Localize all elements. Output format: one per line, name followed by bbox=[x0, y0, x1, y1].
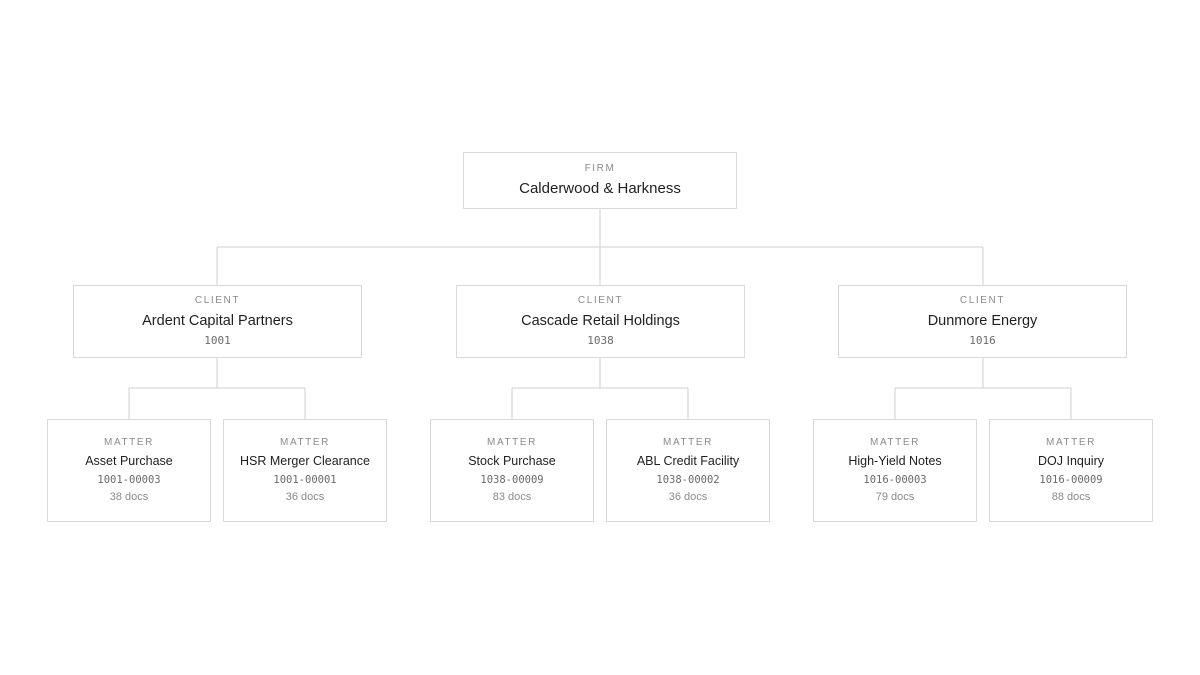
matter-code: 1016-00003 bbox=[863, 474, 927, 486]
matter-name: ABL Credit Facility bbox=[636, 454, 740, 468]
matter-name: HSR Merger Clearance bbox=[240, 454, 370, 468]
matter-kind-label: MATTER bbox=[104, 437, 154, 448]
client-code: 1001 bbox=[204, 334, 231, 347]
matter-node-hsr-merger-clearance[interactable]: MATTER HSR Merger Clearance 1001-00001 3… bbox=[223, 419, 387, 522]
firm-node[interactable]: FIRM Calderwood & Harkness bbox=[463, 152, 737, 209]
firm-kind-label: FIRM bbox=[584, 163, 616, 174]
matter-doc-count: 38 docs bbox=[109, 491, 149, 503]
matter-kind-label: MATTER bbox=[280, 437, 330, 448]
client-kind-label: CLIENT bbox=[194, 295, 241, 306]
matter-doc-count: 79 docs bbox=[875, 491, 915, 503]
matter-kind-label: MATTER bbox=[487, 437, 537, 448]
matter-name: Stock Purchase bbox=[468, 454, 556, 468]
matter-name: DOJ Inquiry bbox=[1038, 454, 1104, 468]
matter-name: Asset Purchase bbox=[85, 454, 173, 468]
matter-doc-count: 36 docs bbox=[285, 491, 325, 503]
client-node-ardent-capital-partners[interactable]: CLIENT Ardent Capital Partners 1001 bbox=[73, 285, 362, 358]
matter-node-high-yield-notes[interactable]: MATTER High-Yield Notes 1016-00003 79 do… bbox=[813, 419, 977, 522]
client-name: Cascade Retail Holdings bbox=[521, 313, 680, 329]
matter-node-asset-purchase[interactable]: MATTER Asset Purchase 1001-00003 38 docs bbox=[47, 419, 211, 522]
matter-kind-label: MATTER bbox=[663, 437, 713, 448]
client-node-cascade-retail-holdings[interactable]: CLIENT Cascade Retail Holdings 1038 bbox=[456, 285, 745, 358]
matter-kind-label: MATTER bbox=[1046, 437, 1096, 448]
matter-code: 1038-00009 bbox=[480, 474, 544, 486]
client-name: Ardent Capital Partners bbox=[142, 313, 293, 329]
matter-node-doj-inquiry[interactable]: MATTER DOJ Inquiry 1016-00009 88 docs bbox=[989, 419, 1153, 522]
client-code: 1016 bbox=[969, 334, 996, 347]
matter-code: 1038-00002 bbox=[656, 474, 720, 486]
matter-node-stock-purchase[interactable]: MATTER Stock Purchase 1038-00009 83 docs bbox=[430, 419, 594, 522]
matter-kind-label: MATTER bbox=[870, 437, 920, 448]
matter-name: High-Yield Notes bbox=[848, 454, 942, 468]
firm-name: Calderwood & Harkness bbox=[519, 180, 681, 197]
matter-code: 1016-00009 bbox=[1039, 474, 1103, 486]
matter-doc-count: 88 docs bbox=[1051, 491, 1091, 503]
matter-node-abl-credit-facility[interactable]: MATTER ABL Credit Facility 1038-00002 36… bbox=[606, 419, 770, 522]
client-node-dunmore-energy[interactable]: CLIENT Dunmore Energy 1016 bbox=[838, 285, 1127, 358]
matter-code: 1001-00003 bbox=[97, 474, 161, 486]
client-name: Dunmore Energy bbox=[927, 313, 1038, 329]
matter-doc-count: 36 docs bbox=[668, 491, 708, 503]
matter-code: 1001-00001 bbox=[273, 474, 337, 486]
client-kind-label: CLIENT bbox=[959, 295, 1006, 306]
client-code: 1038 bbox=[587, 334, 614, 347]
matter-doc-count: 83 docs bbox=[492, 491, 532, 503]
client-kind-label: CLIENT bbox=[577, 295, 624, 306]
